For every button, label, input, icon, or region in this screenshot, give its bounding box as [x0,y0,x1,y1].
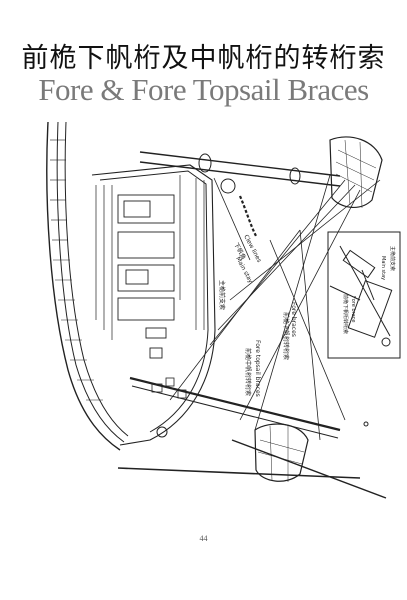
title-english: Fore & Fore Topsail Braces [38,72,369,107]
label-fore-braces: Fore braces [290,302,297,337]
label-main-stay-inset-cn: 主桅前支索 [389,246,396,271]
deck-hatches [117,194,175,359]
label-main-stay-inset: Main stay [380,256,386,280]
label-fore-topsail-braces: Fore topsail braces [254,340,261,397]
label-fore-brace-inset: Fore brace [350,296,356,323]
bowsprit-top [139,151,341,187]
deck-outline [91,164,216,446]
lower-fore-top [254,423,309,482]
brace-lines [169,174,381,441]
hull-inner-line [56,121,125,443]
hull-outline [46,121,121,451]
detail-inset [327,231,401,359]
fore-topsail-yard [117,439,387,499]
fore-top-platform [329,136,383,208]
label-main-stay-cn: 主桅前支索 [218,280,226,310]
label-fore-braces-cn: 前桅下帆桁转桁索 [282,312,290,360]
title-chinese: 前桅下帆桁及中帆桁的转桁索 [21,43,386,74]
page-number: 44 [199,534,208,543]
label-fore-brace-inset-cn: 前桅下帆桁转桁索 [342,294,349,334]
label-fore-topsail-braces-cn: 前桅中帆桁转桁索 [244,348,252,396]
fore-yard [129,376,341,439]
twisted-rope [238,195,257,237]
rope-ring [220,178,236,194]
label-main-stay: Main stay [234,256,254,285]
